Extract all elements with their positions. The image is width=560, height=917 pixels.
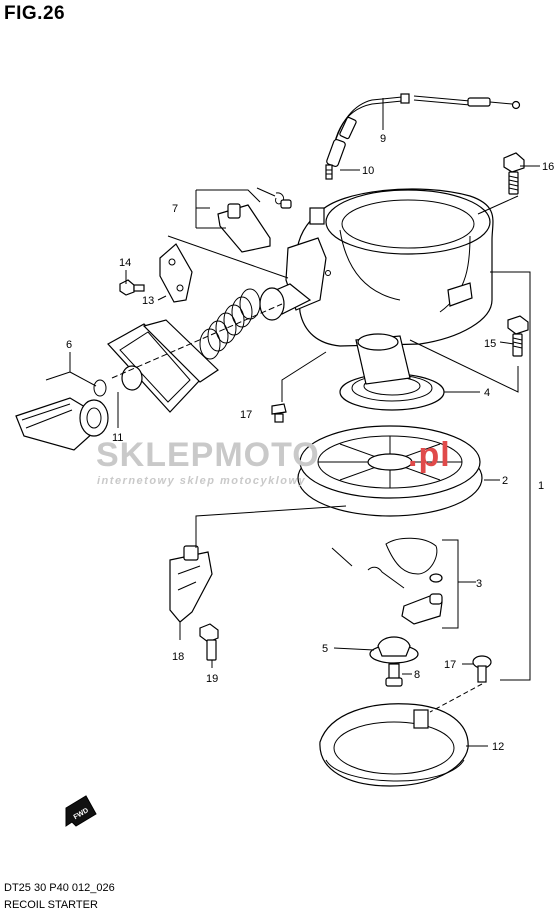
coil-spring — [199, 288, 261, 360]
watermark-brand: SKLEPMOTO — [96, 436, 320, 474]
callout-14: 14 — [119, 257, 131, 269]
rope-guide-gasket — [107, 319, 219, 413]
callout-10: 10 — [362, 165, 374, 177]
callout-labels: 1 2 3 4 5 6 7 8 9 10 11 12 13 14 15 16 1… — [66, 133, 554, 753]
bolt-15 — [507, 315, 529, 357]
watermark-tagline: internetowy sklep motocyklowy — [97, 475, 306, 487]
figure-title: FIG.26 — [4, 3, 66, 24]
fwd-badge: FWD — [65, 795, 97, 827]
callout-11: 11 — [112, 432, 123, 444]
callout-13: 13 — [142, 295, 154, 307]
bolt-16 — [503, 152, 525, 195]
callout-7: 7 — [172, 203, 178, 215]
bolt-8 — [385, 663, 403, 687]
leader-lines — [45, 98, 540, 747]
callout-6: 6 — [66, 339, 72, 351]
callout-15: 15 — [484, 338, 496, 350]
callout-4: 4 — [484, 387, 490, 399]
watermark: SKLEPMOTO .pl internetowy sklep motocykl… — [96, 436, 451, 487]
watermark-brand-suffix: .pl — [408, 436, 451, 474]
callout-8: 8 — [414, 669, 420, 681]
recoil-housing — [285, 188, 494, 347]
callout-1: 1 — [538, 480, 544, 492]
callout-9: 9 — [380, 133, 386, 145]
drive-plate — [369, 636, 419, 664]
callout-5: 5 — [322, 643, 328, 655]
callout-18: 18 — [172, 651, 184, 663]
callout-16: 16 — [542, 161, 554, 173]
bolt-19 — [199, 623, 219, 661]
callout-12: 12 — [492, 741, 504, 753]
callout-3: 3 — [476, 578, 482, 590]
callout-19: 19 — [206, 673, 218, 685]
rope-guide — [259, 283, 312, 321]
bolt-17-lower — [472, 655, 492, 683]
starter-handle — [15, 397, 109, 451]
pawl-kit — [331, 537, 443, 625]
bracket-7 — [217, 187, 292, 253]
spring-case — [339, 333, 445, 411]
bolt-14 — [119, 279, 145, 296]
cable-clip — [325, 164, 333, 180]
ring-11 — [93, 379, 107, 397]
starter-cover — [319, 703, 469, 787]
diagram-code: DT25 30 P40 012_026 — [4, 882, 115, 894]
callout-2: 2 — [502, 475, 508, 487]
bracket-18 — [169, 545, 213, 623]
starter-cable — [326, 93, 521, 168]
callout-17-upper: 17 — [240, 409, 252, 421]
bolt-17-upper — [271, 403, 287, 423]
diagram-name: RECOIL STARTER — [4, 899, 98, 911]
rope-reel — [297, 425, 483, 517]
plate-13 — [159, 243, 193, 303]
callout-17-lower: 17 — [444, 659, 456, 671]
